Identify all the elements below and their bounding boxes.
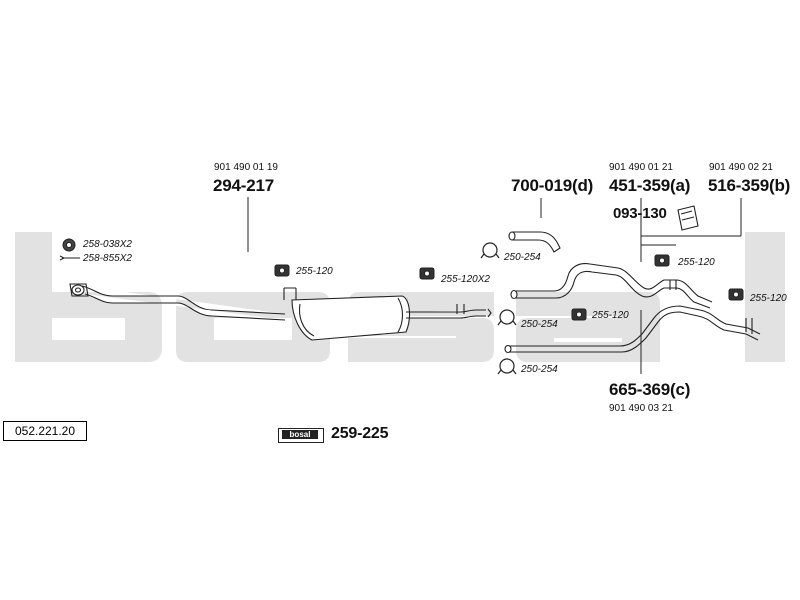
part-number-front-pipe[interactable]: 294-217 <box>213 176 274 195</box>
heat-shield <box>677 205 699 231</box>
accessory-label-hanger[interactable]: 255-120X2 <box>441 274 490 285</box>
tail-pipe-c <box>504 305 761 354</box>
rubber-hanger-icon <box>728 288 744 301</box>
watermark-letter-b <box>15 232 162 362</box>
oe-number-tail-c: 901 490 03 21 <box>609 403 673 414</box>
rubber-hanger-icon <box>571 308 587 321</box>
pipe-clamp-icon <box>480 242 500 259</box>
pipe-clamp-icon <box>497 358 517 375</box>
oe-number-front-pipe: 901 490 01 19 <box>214 162 278 173</box>
gasket-icon <box>62 238 76 252</box>
part-number-mounting-kit[interactable]: 259-225 <box>331 425 389 442</box>
accessory-label-hanger[interactable]: 255-120 <box>296 266 333 277</box>
front-pipe-assembly <box>69 283 286 321</box>
rubber-hanger-icon <box>419 267 435 280</box>
part-number-tail-d[interactable]: 700-019(d) <box>511 176 594 195</box>
accessory-label-gasket[interactable]: 258-038X2 <box>83 239 132 250</box>
accessory-label-hanger[interactable]: 255-120 <box>750 293 787 304</box>
accessory-label-bolt[interactable]: 258-855X2 <box>83 253 132 264</box>
pipe-clamp-icon <box>497 309 517 326</box>
rubber-hanger-icon <box>654 254 670 267</box>
rubber-hanger-icon <box>274 264 290 277</box>
middle-silencer <box>283 287 492 341</box>
tail-pipe-d <box>508 231 561 253</box>
part-number-tail-b[interactable]: 516-359(b) <box>708 176 791 195</box>
brand-badge-text: bosal <box>282 430 318 439</box>
accessory-label-hanger[interactable]: 255-120 <box>592 310 629 321</box>
tail-pipe-a <box>510 263 713 309</box>
brand-badge-icon: bosal <box>278 428 324 443</box>
accessory-label-clamp[interactable]: 250-254 <box>521 364 558 375</box>
leader-lines <box>59 197 742 374</box>
oe-number-tail-a: 901 490 01 21 <box>609 162 673 173</box>
watermark-letter-a <box>516 292 660 362</box>
accessory-label-clamp[interactable]: 250-254 <box>504 252 541 263</box>
document-id-box: 052.221.20 <box>3 421 87 441</box>
part-number-heat-shield[interactable]: 093-130 <box>613 205 667 222</box>
accessory-label-clamp[interactable]: 250-254 <box>521 319 558 330</box>
part-number-tail-c[interactable]: 665-369(c) <box>609 380 691 399</box>
oe-number-tail-b: 901 490 02 21 <box>709 162 773 173</box>
watermark-letter-l <box>745 232 785 362</box>
part-number-tail-a[interactable]: 451-359(a) <box>609 176 691 195</box>
accessory-label-hanger[interactable]: 255-120 <box>678 257 715 268</box>
